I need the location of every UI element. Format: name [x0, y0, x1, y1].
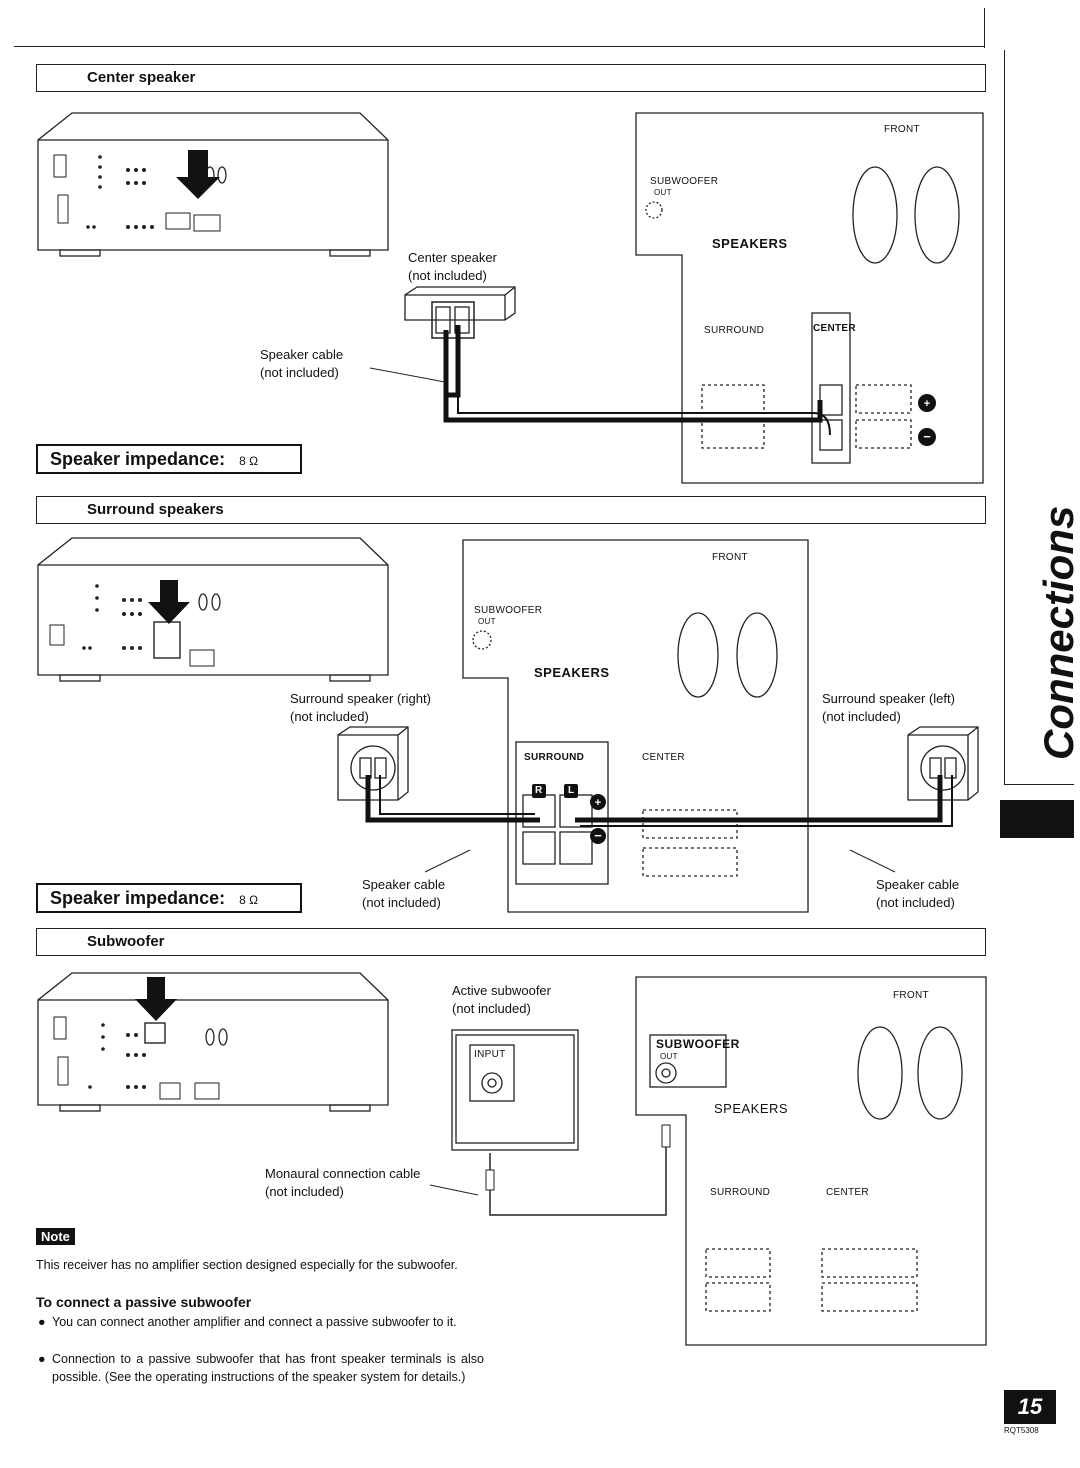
- surround-cable-right-caption-2: (not included): [876, 895, 955, 910]
- receiver-rear-subwoofer: [37, 972, 389, 1112]
- surround-left-caption-2: (not included): [822, 709, 901, 724]
- center-impedance-label: Speaker impedance:: [50, 449, 226, 469]
- passive-subwoofer-heading: To connect a passive subwoofer: [36, 1294, 252, 1310]
- center-speaker-caption-2: (not included): [408, 268, 487, 283]
- receiver-rear-center: [37, 112, 389, 257]
- surround-section-title: Surround speakers: [87, 501, 224, 518]
- center-section-title: Center speaker: [87, 69, 196, 86]
- svg-text:+: +: [595, 797, 601, 809]
- bullet-dot-icon: ●: [38, 1315, 46, 1329]
- speaker-panel-surround: [462, 539, 809, 913]
- sub-surround-label: SURROUND: [710, 1187, 771, 1198]
- receiver-rear-surround: [37, 537, 389, 682]
- svg-text:−: −: [594, 828, 602, 843]
- center-out-label: OUT: [654, 188, 672, 197]
- center-impedance-box: Speaker impedance: 8 Ω: [36, 444, 302, 474]
- top-rule: [14, 46, 984, 47]
- surround-impedance-box: Speaker impedance: 8 Ω: [36, 883, 302, 913]
- speaker-cable-caption-1: Speaker cable: [260, 347, 344, 362]
- center-surround-label: SURROUND: [704, 325, 765, 336]
- surround-left-caption-1: Surround speaker (left): [822, 691, 955, 706]
- center-speakers-label: SPEAKERS: [712, 236, 788, 251]
- monaural-caption-1: Monaural connection cable: [265, 1166, 421, 1181]
- surround-front-label: FRONT: [712, 552, 748, 563]
- svg-text:−: −: [923, 429, 931, 444]
- top-vertical-rule: [984, 8, 985, 48]
- subwoofer-section-title: Subwoofer: [87, 933, 165, 950]
- surround-cable-mid-caption-2: (not included): [362, 895, 441, 910]
- speaker-panel-center: [635, 112, 984, 484]
- active-subwoofer-box: [451, 1029, 579, 1151]
- surround-right-caption-2: (not included): [290, 709, 369, 724]
- surround-section-header: Surround speakers: [36, 496, 986, 524]
- surround-surround-label: SURROUND: [524, 752, 585, 763]
- speaker-cable-caption-2: (not included): [260, 365, 339, 380]
- surround-right-caption-1: Surround speaker (right): [290, 691, 431, 706]
- speaker-panel-subwoofer: [635, 976, 987, 1346]
- side-tab-title: Connections: [1035, 505, 1080, 760]
- sub-subwoofer-label: SUBWOOFER: [656, 1037, 740, 1051]
- note-text: This receiver has no amplifier section d…: [36, 1258, 458, 1272]
- bullet-dot-icon: ●: [38, 1352, 46, 1366]
- center-diagram: + −: [37, 112, 984, 484]
- bullet-text: Connection to a passive subwoofer that h…: [52, 1352, 484, 1384]
- active-sub-caption-2: (not included): [452, 1001, 531, 1016]
- center-center-label: CENTER: [813, 323, 856, 334]
- document-code: RQT5308: [1004, 1426, 1039, 1435]
- sub-out-label: OUT: [660, 1052, 678, 1061]
- surround-cable-right-caption-1: Speaker cable: [876, 877, 960, 892]
- bullet-item: ● You can connect another amplifier and …: [36, 1313, 484, 1331]
- svg-text:+: +: [924, 398, 930, 410]
- sub-center-label: CENTER: [826, 1187, 869, 1198]
- surround-speakers-label: SPEAKERS: [534, 665, 610, 680]
- surround-impedance-label: Speaker impedance:: [50, 888, 226, 908]
- center-speaker-box: [404, 286, 516, 339]
- l-terminal-label: L: [568, 785, 575, 796]
- subwoofer-section-header: Subwoofer: [36, 928, 986, 956]
- surround-speaker-left-box: [907, 726, 979, 801]
- center-speaker-caption-1: Center speaker: [408, 250, 497, 265]
- center-impedance-value: 8 Ω: [239, 454, 259, 468]
- monaural-caption-2: (not included): [265, 1184, 344, 1199]
- surround-diagram: + −: [37, 537, 979, 913]
- surround-cable-mid-caption-1: Speaker cable: [362, 877, 446, 892]
- surround-center-label: CENTER: [642, 752, 685, 763]
- surround-impedance-value: 8 Ω: [239, 893, 259, 907]
- center-front-label: FRONT: [884, 124, 920, 135]
- surround-speaker-right-box: [337, 726, 409, 801]
- side-tab-black-block: [1000, 800, 1074, 838]
- bullet-item: ● Connection to a passive subwoofer that…: [36, 1350, 484, 1386]
- note-badge: Note: [36, 1228, 75, 1245]
- r-terminal-label: R: [535, 785, 543, 796]
- page-number: 15: [1004, 1390, 1056, 1424]
- subwoofer-diagram: [37, 972, 987, 1346]
- side-tab-rule: [1004, 50, 1005, 785]
- sub-front-label: FRONT: [893, 990, 929, 1001]
- side-tab-bottom-rule: [1004, 784, 1074, 785]
- center-section-header: Center speaker: [36, 64, 986, 92]
- center-subwoofer-label: SUBWOOFER: [650, 176, 719, 187]
- bullet-text: You can connect another amplifier and co…: [52, 1315, 457, 1329]
- active-sub-caption-1: Active subwoofer: [452, 983, 551, 998]
- surround-out-label: OUT: [478, 617, 496, 626]
- input-label: INPUT: [474, 1049, 506, 1060]
- sub-speakers-label: SPEAKERS: [714, 1101, 789, 1116]
- surround-subwoofer-label: SUBWOOFER: [474, 605, 543, 616]
